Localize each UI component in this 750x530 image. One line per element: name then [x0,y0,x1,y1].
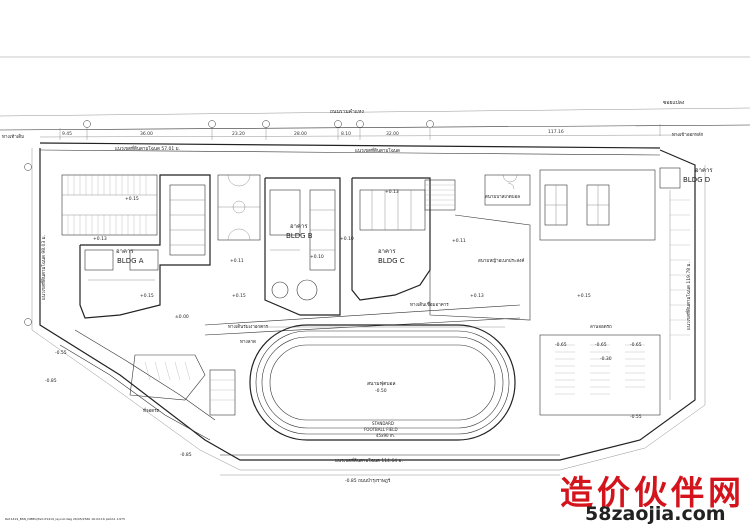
site-boundary [31,148,706,471]
ramp-label: ทางลาด [240,340,256,345]
boundary-top-left: แนวเขตที่ดินตามโฉนด 57.01 ม. [115,145,180,152]
field-thai: สนามฟุตบอล [367,381,396,387]
top-road [0,56,750,156]
level: -0.65 [630,342,642,348]
field-level: -0.50 [375,388,387,394]
boundary-right: แนวเขตที่ดินตามโฉนด 119.78 ม. [685,262,692,330]
parking-bays-a [61,174,158,236]
level: +0.15 [232,293,246,299]
building-a [79,174,211,319]
level: +0.13 [93,236,107,242]
level: -0.55 [55,350,67,356]
bldg-b-name: BLDG B [286,232,313,240]
bldg-b-thai: อาคาร [290,223,308,230]
level: -0.85 [45,378,57,384]
level: -0.55 [630,414,642,420]
level: +0.15 [577,293,591,299]
bldg-a-thai: อาคาร [116,248,134,255]
building-c [351,177,456,301]
field-line2: FOOTBALL FIELD [364,427,398,432]
dim-3: 23.20 [232,131,245,137]
bottom-road: -0.85 ถนนบำรุงราษฎร์ [345,477,391,484]
boundary-top-right: แนวเขตที่ดินตามโฉนด [355,147,400,154]
carpark-label: ที่จอดรถ [143,407,160,414]
level: -0.85 [180,452,192,458]
sports-court [217,174,261,241]
level: -0.65 [595,342,607,348]
bottom-boundary: แนวเขตที่ดินตามโฉนด 114.64 ม. [335,457,403,464]
level: +0.11 [452,238,466,244]
walk-c-label: ทางเดินเชื่อมอาคาร [410,301,449,308]
road-label-top-right: ซอยแปลง [663,100,685,106]
watermark-cn: 造价伙伴网 [560,473,745,512]
level: +0.10 [310,254,324,260]
bldg-c-thai: อาคาร [378,248,396,255]
watermark-url: 58zaojia.com [585,503,726,525]
parking-lower-left [59,329,236,441]
boundary-left: แนวเขตที่ดินตามโฉนด 98.03 ม. [40,235,47,300]
level-markers: +0.15 +0.15 +0.11 +0.15 +0.13 +0.11 +0.1… [45,189,642,458]
level: +0.13 [385,189,399,195]
axis-bubbles [24,120,434,326]
level: +0.15 [140,293,154,299]
level: +0.13 [470,293,484,299]
level: +0.15 [125,196,139,202]
level: -0.65 [555,342,567,348]
main-entrance-label: ทางเข้าออกหลัก [672,132,704,138]
dim-7: 117.16 [548,129,564,135]
bldg-d-thai: อาคาร [695,167,713,174]
file-note: Ref.1419_BSN_DMBC(Part-P1419_layout.dwg … [5,517,125,521]
level: +0.11 [230,258,244,264]
tennis-courts [484,169,656,241]
level: ±0.00 [175,314,189,320]
bldg-d-name: BLDG D [683,176,710,184]
bldg-c-name: BLDG C [378,257,405,265]
walkway-line-2 [204,317,521,336]
level: -0.30 [600,356,612,362]
grass-label: สนามหญ้าอเนกประสงค์ [478,257,524,264]
road-label-top: ถนนรามคำแหง [330,109,364,115]
road-label-top-left: ทางเท้าเดิม [2,134,24,140]
grass-area [429,214,531,321]
level: +0.10 [340,236,354,242]
running-track [249,324,516,441]
field-line1: STANDARD [372,421,394,426]
building-b [264,177,341,316]
dim-1: 9.45 [62,131,72,137]
dim-4: 28.00 [294,131,307,137]
dim-6: 32.00 [386,131,399,137]
court-label: สนามบาสเกตบอล [485,194,520,200]
walk-b-label: ทางเดินร่มเงาอาคาร [228,324,269,330]
dim-5: 8.10 [341,131,351,137]
field-line3: 45x90 m. [376,433,395,438]
dim-2: 36.00 [140,131,153,137]
building-d [659,167,681,189]
parking-label: ลานจอดรถ [590,324,612,330]
parking-bays-right [539,190,690,416]
bldg-a-name: BLDG A [117,257,144,265]
walkway-line [204,304,521,326]
